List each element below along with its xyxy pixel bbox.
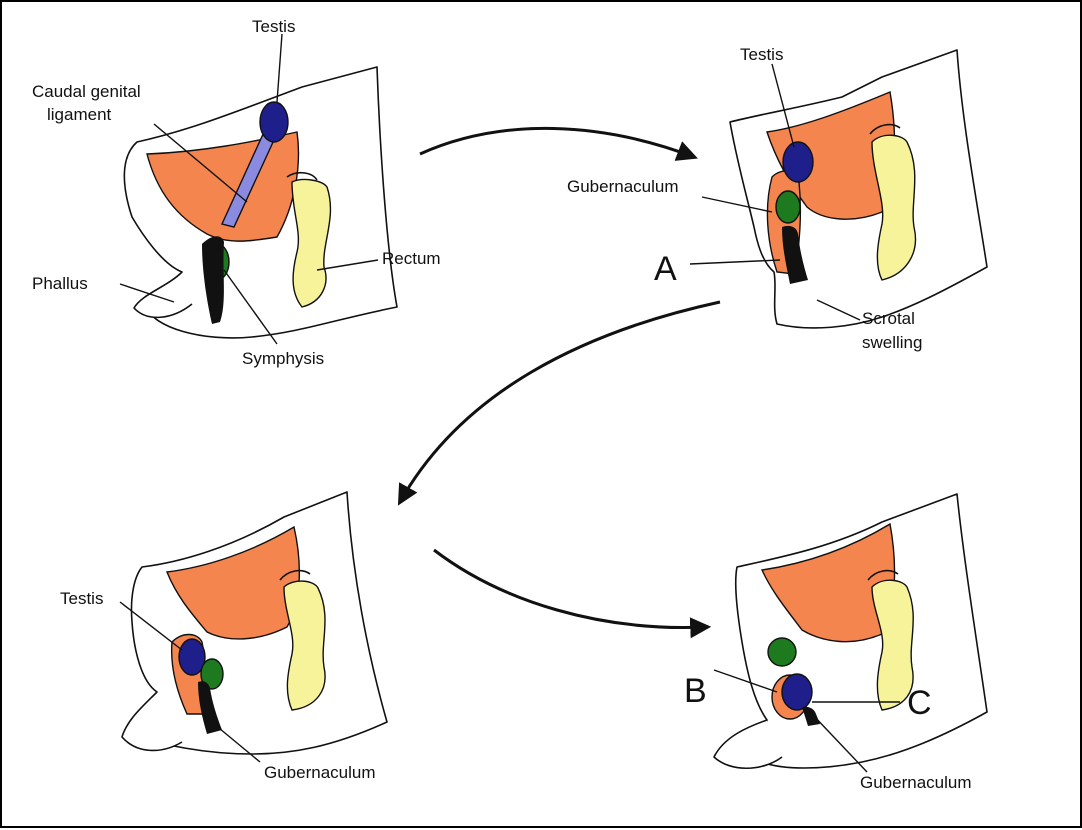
panel-1-ligament-label-line2: ligament: [47, 105, 112, 124]
panel-2-gubernaculum-label: Gubernaculum: [567, 177, 679, 196]
panel-1-rectum: [292, 180, 330, 307]
arrow-stage-3-to-4: [434, 550, 707, 628]
panel-1-phallus-label: Phallus: [32, 274, 88, 293]
panel-2-letter-a: A: [654, 250, 677, 288]
arrow-stage-2-to-3: [400, 302, 720, 502]
panel-1: Testis Caudal genital ligament Phallus R…: [32, 17, 441, 368]
panel-3: Testis Gubernaculum: [60, 492, 387, 782]
panel-2-symphysis: [776, 191, 800, 223]
panel-4: B C Gubernaculum: [684, 494, 987, 792]
panel-2-scrotal-label-line1: Scrotal: [862, 309, 915, 328]
panel-1-testis-leader: [277, 34, 282, 102]
panel-4-gubernaculum-label: Gubernaculum: [860, 773, 972, 792]
panel-1-ligament-label-line1: Caudal genital: [32, 82, 141, 101]
panel-3-gubernaculum-label: Gubernaculum: [264, 763, 376, 782]
panel-1-symphysis-label: Symphysis: [242, 349, 324, 368]
panel-4-letter-c: C: [907, 684, 932, 722]
panel-4-symphysis: [768, 638, 796, 666]
panel-4-letter-b: B: [684, 672, 707, 710]
panel-4-testis: [782, 674, 812, 710]
panel-2: Testis Gubernaculum A Scrotal swelling: [567, 45, 987, 352]
panel-1-testis-label: Testis: [252, 17, 295, 36]
panel-2-testis-label: Testis: [740, 45, 783, 64]
panel-2-testis: [783, 142, 813, 182]
arrow-stage-1-to-2: [420, 128, 694, 157]
panel-1-phallus: [134, 272, 192, 317]
panel-1-rectum-label: Rectum: [382, 249, 441, 268]
panel-2-scrotal-label-line2: swelling: [862, 333, 922, 352]
panel-1-testis: [260, 102, 288, 142]
panel-3-testis-label: Testis: [60, 589, 103, 608]
